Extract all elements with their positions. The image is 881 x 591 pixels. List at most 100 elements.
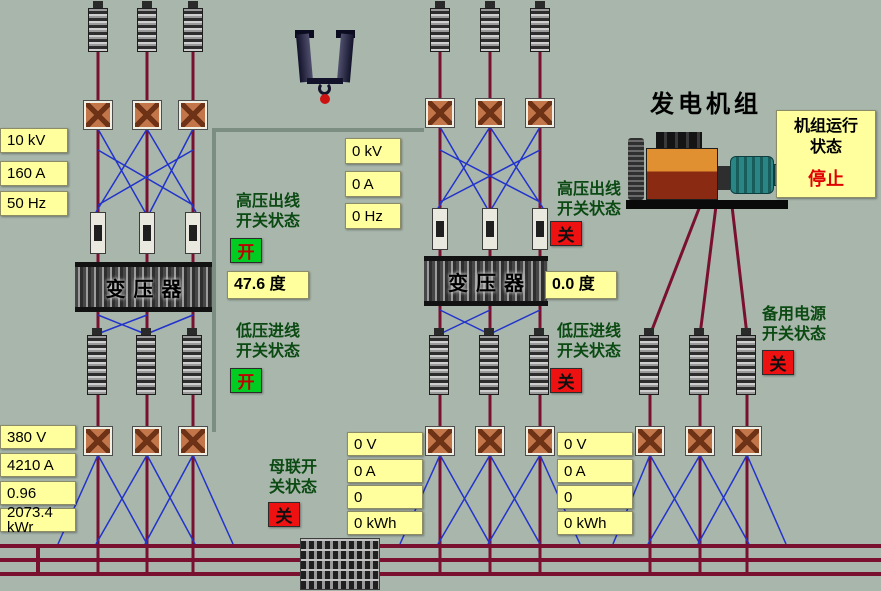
hv-breaker[interactable] — [88, 1, 108, 52]
transformer-label: 变压器 — [448, 272, 532, 295]
hoist-hook-icon — [318, 82, 331, 95]
lv-power-factor-value: 0 — [354, 488, 363, 506]
disconnect-switch[interactable] — [133, 427, 161, 455]
lv-breaker[interactable] — [136, 328, 156, 395]
lv-energy-box: 2073.4 kWr — [0, 504, 76, 536]
lv-energy-box: 0 kWh — [557, 511, 633, 535]
hv-breaker[interactable] — [530, 1, 550, 52]
generator-alternator — [730, 156, 774, 194]
generator-run-status-value: 停止 — [808, 168, 844, 189]
hv-voltage-box: 10 kV — [0, 128, 68, 153]
lv-breaker[interactable] — [87, 328, 107, 395]
hv-breaker[interactable] — [430, 1, 450, 52]
disconnect-switch[interactable] — [84, 101, 112, 129]
disconnect-switch[interactable] — [133, 101, 161, 129]
lv-breaker[interactable] — [429, 328, 449, 395]
disconnect-switch[interactable] — [733, 427, 761, 455]
bus-tie-switch-stack[interactable] — [300, 538, 380, 590]
generator-feeder-breaker[interactable] — [639, 328, 659, 395]
lv-voltage-box: 0 V — [347, 432, 423, 456]
disconnect-switch[interactable] — [426, 99, 454, 127]
transformer-1[interactable]: 变压器 — [75, 262, 212, 312]
fuse-switch[interactable] — [532, 208, 548, 250]
lv-energy-value: 0 kWh — [354, 514, 397, 532]
generator-run-status-label: 机组运行 状态 — [793, 118, 858, 156]
lv-current-value: 0 A — [354, 462, 376, 480]
lv-breaker[interactable] — [479, 328, 499, 395]
generator-feeder-breaker[interactable] — [736, 328, 756, 395]
lv-power-factor-value: 0.96 — [7, 484, 37, 502]
fuse-switch[interactable] — [185, 212, 201, 254]
transformer-label: 变压器 — [105, 278, 190, 301]
lv-power-factor-value: 0 — [564, 488, 573, 506]
lv-energy-value: 2073.4 kWr — [7, 504, 53, 536]
generator-engine — [646, 148, 718, 200]
lv-energy-box: 0 kWh — [347, 511, 423, 535]
lv-incoming-status-indicator: 开 — [230, 368, 262, 393]
transformer-2[interactable]: 变压器 — [424, 256, 548, 306]
hv-breaker[interactable] — [480, 1, 500, 52]
disconnect-switch[interactable] — [686, 427, 714, 455]
lv-incoming-status-label: 低压进线 开关状态 — [235, 323, 300, 360]
hv-outgoing-status-label: 高压出线 开关状态 — [235, 193, 300, 230]
fuse-switch[interactable] — [90, 212, 106, 254]
generator-exhaust — [656, 132, 702, 148]
lv-voltage-box: 0 V — [557, 432, 633, 456]
generator-coupling — [718, 166, 730, 190]
fuse-switch[interactable] — [139, 212, 155, 254]
lv-incoming-status-label: 低压进线 开关状态 — [556, 323, 621, 360]
hv-voltage-value: 0 kV — [352, 142, 383, 160]
lv-breaker[interactable] — [182, 328, 202, 395]
lv-voltage-value: 0 V — [564, 435, 587, 453]
hv-breaker[interactable] — [183, 1, 203, 52]
disconnect-switch[interactable] — [526, 427, 554, 455]
lv-breaker[interactable] — [529, 328, 549, 395]
transformer1-temperature: 47.6 度 — [234, 276, 286, 293]
hv-current-value: 160 A — [7, 165, 46, 182]
lv-current-box: 0 A — [347, 459, 423, 483]
fuse-switch[interactable] — [432, 208, 448, 250]
hv-current-box: 0 A — [345, 171, 401, 197]
hoist-graphic — [293, 30, 357, 104]
transformer2-temperature: 0.0 度 — [552, 276, 595, 293]
hv-current-value: 0 A — [352, 175, 374, 193]
hv-outgoing-status-indicator: 关 — [550, 221, 582, 246]
hv-outgoing-status-indicator: 开 — [230, 238, 262, 263]
hv-frequency-box: 0 Hz — [345, 203, 401, 229]
disconnect-switch[interactable] — [84, 427, 112, 455]
hv-current-box: 160 A — [0, 161, 68, 186]
control-lines — [57, 126, 787, 545]
disconnect-switch[interactable] — [476, 99, 504, 127]
lv-incoming-status-indicator: 关 — [550, 368, 582, 393]
lv-current-box: 4210 A — [0, 453, 76, 477]
disconnect-switch[interactable] — [526, 99, 554, 127]
generator-feeder-breaker[interactable] — [689, 328, 709, 395]
hoist-prong — [295, 33, 314, 83]
hv-frequency-value: 0 Hz — [352, 207, 383, 225]
generator-title: 发电机组 — [650, 91, 762, 118]
lv-voltage-value: 380 V — [7, 428, 47, 446]
disconnect-switch[interactable] — [179, 101, 207, 129]
generator-radiator — [628, 138, 644, 200]
lv-current-value: 4210 A — [7, 456, 54, 474]
lv-power-factor-box: 0 — [557, 485, 633, 509]
backup-power-status-indicator: 关 — [762, 350, 794, 375]
hoist-prong — [336, 33, 355, 83]
hv-breaker[interactable] — [137, 1, 157, 52]
disconnect-switch[interactable] — [179, 427, 207, 455]
transformer1-temperature-box: 47.6 度 — [227, 271, 309, 299]
generator-base — [626, 200, 788, 209]
bus-tie-status-label: 母联开 关状态 — [268, 459, 317, 496]
lv-voltage-value: 0 V — [354, 435, 377, 453]
lv-power-factor-box: 0 — [347, 485, 423, 509]
hoist-crossbar — [307, 78, 343, 84]
hoist-red-ball — [320, 94, 330, 104]
fuse-switch[interactable] — [482, 208, 498, 250]
disconnect-switch[interactable] — [476, 427, 504, 455]
disconnect-switch[interactable] — [426, 427, 454, 455]
generator-graphic[interactable] — [626, 122, 792, 214]
hv-frequency-box: 50 Hz — [0, 191, 68, 216]
disconnect-switch[interactable] — [636, 427, 664, 455]
